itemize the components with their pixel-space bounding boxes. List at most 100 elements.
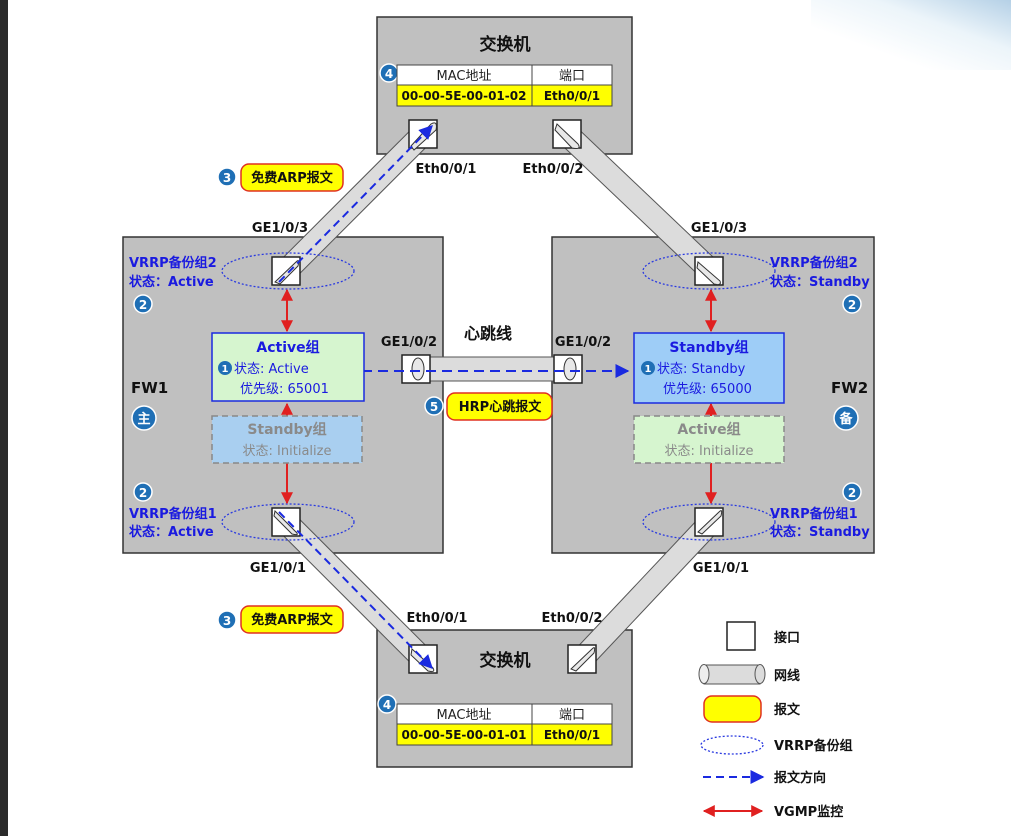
fw1-active-group: Active组 1 状态: Active 优先级: 65001 xyxy=(211,332,365,402)
fw1-active-group-state: 状态: Active xyxy=(234,362,309,377)
fw2-vrrp-top-line2: 状态：Standby xyxy=(770,274,870,290)
fw2-standby-group-priority: 优先级: 65000 xyxy=(663,382,752,397)
fw2-vrrp-top-step-badge: 2 xyxy=(842,294,862,314)
switch-bottom-mac-table: MAC地址 端口 00-00-5E-00-01-01 Eth0/0/1 xyxy=(396,703,613,746)
fw1-name: FW1 xyxy=(131,379,168,397)
svg-text:报文: 报文 xyxy=(774,702,801,718)
fw1-vrrp-bottom-line2: 状态：Active xyxy=(129,524,214,540)
switch-top-title: 交换机 xyxy=(480,34,531,55)
fw2-port-bottom-label: GE1/0/1 xyxy=(693,561,749,576)
fw2-active-group-title: Active组 xyxy=(677,421,740,438)
svg-text:3: 3 xyxy=(223,614,231,628)
switch-bottom-title: 交换机 xyxy=(480,650,531,671)
arp-bottom-step-badge: 3 xyxy=(217,610,237,630)
fw1-port-bottom-label: GE1/0/1 xyxy=(250,561,306,576)
svg-text:报文方向: 报文方向 xyxy=(774,770,826,786)
fw2-name: FW2 xyxy=(831,379,868,397)
fw2-vrrp-bottom-step-badge: 2 xyxy=(842,482,862,502)
fw1-role-badge: 主 xyxy=(131,405,157,431)
svg-text:主: 主 xyxy=(137,411,150,427)
switch-bottom-port-left-label: Eth0/0/1 xyxy=(407,611,468,626)
switch-top-port-eth002 xyxy=(552,119,582,149)
fw2-active-group-state: 状态: Initialize xyxy=(665,444,754,459)
fw2-port-top-label: GE1/0/3 xyxy=(691,221,747,236)
legend-item-packet: 报文 xyxy=(703,695,801,723)
fw1-active-group-priority: 优先级: 65001 xyxy=(240,382,329,397)
heartbeat-cable xyxy=(414,356,568,382)
mac-table-cell-port: Eth0/0/1 xyxy=(544,89,600,103)
window-left-edge xyxy=(0,0,8,836)
svg-text:2: 2 xyxy=(139,298,147,312)
svg-text:1: 1 xyxy=(222,364,229,375)
svg-text:4: 4 xyxy=(383,698,391,712)
fw2-vrrp-bottom-line2: 状态：Standby xyxy=(770,524,870,540)
fw2-vrrp-top-line1: VRRP备份组2 xyxy=(770,255,858,271)
svg-text:备: 备 xyxy=(838,411,853,427)
svg-text:网线: 网线 xyxy=(774,668,800,684)
legend-item-cable: 网线 xyxy=(698,664,800,685)
mac-table-header-port: 端口 xyxy=(559,708,585,723)
arp-direction-arrow-bottom xyxy=(278,511,433,669)
legend: 接口 网线 报文 VRRP备份组 报文方向 VGMP监控 xyxy=(698,621,853,820)
mac-table-header-port: 端口 xyxy=(559,69,585,84)
switch-top-mac-table: MAC地址 端口 00-00-5E-00-01-02 Eth0/0/1 xyxy=(396,64,613,107)
fw2-standby-group-state: 状态: Standby xyxy=(657,362,746,377)
fw2-port-ge101 xyxy=(694,507,724,537)
switch-top-port-right-label: Eth0/0/2 xyxy=(523,162,584,177)
fw1-vrrp-top-line1: VRRP备份组2 xyxy=(129,255,217,271)
cable-icon xyxy=(698,664,766,685)
svg-text:2: 2 xyxy=(848,486,856,500)
fw1-vrrp-top-line2: 状态：Active xyxy=(129,274,214,290)
svg-text:2: 2 xyxy=(139,486,147,500)
switch-bottom-port-right-label: Eth0/0/2 xyxy=(542,611,603,626)
fw1-port-heartbeat-label: GE1/0/2 xyxy=(381,335,437,350)
svg-text:5: 5 xyxy=(430,400,438,414)
svg-text:免费ARP报文: 免费ARP报文 xyxy=(251,170,334,186)
heartbeat-label: 心跳线 xyxy=(464,324,512,343)
arp-top-packet: 免费ARP报文 xyxy=(240,163,344,192)
fw2-standby-group-step-badge xyxy=(641,361,655,375)
svg-text:4: 4 xyxy=(385,67,393,81)
arp-bottom-packet: 免费ARP报文 xyxy=(240,605,344,634)
fw2-vrrp-group1-ellipse xyxy=(642,503,776,541)
cable-sw-top-fw1 xyxy=(277,125,432,280)
fw2-port-ge102 xyxy=(553,354,583,384)
fw1-standby-group: Standby组 状态: Initialize xyxy=(211,415,363,464)
fw1-vrrp-bottom-line1: VRRP备份组1 xyxy=(129,506,217,522)
fw2-standby-group: Standby组 1 状态: Standby 优先级: 65000 xyxy=(633,332,785,404)
mac-table-header-mac: MAC地址 xyxy=(437,69,492,84)
fw1-vrrp-group2-ellipse xyxy=(221,252,355,290)
switch-top-port-left-label: Eth0/0/1 xyxy=(416,162,477,177)
hrp-packet: HRP心跳报文 xyxy=(446,392,553,421)
interface-icon xyxy=(726,621,756,651)
fw2-active-group: Active组 状态: Initialize xyxy=(633,415,785,464)
fw1-vrrp-bottom-step-badge: 2 xyxy=(133,482,153,502)
fw2-role-badge: 备 xyxy=(833,405,859,431)
fw2-port-ge103 xyxy=(694,256,724,286)
switch-bottom-port-eth001 xyxy=(408,644,438,674)
vrrp-group-icon xyxy=(700,735,764,755)
svg-text:HRP心跳报文: HRP心跳报文 xyxy=(459,399,542,415)
switch-top-port-eth001 xyxy=(408,119,438,151)
legend-item-packet-direction: 报文方向 xyxy=(703,770,826,786)
fw2-vrrp-bottom-line1: VRRP备份组1 xyxy=(770,506,858,522)
cable-sw-top-fw2 xyxy=(558,125,720,280)
frost-decoration xyxy=(811,0,1011,70)
svg-text:VGMP监控: VGMP监控 xyxy=(774,804,843,820)
fw1-vrrp-group1-ellipse xyxy=(221,503,355,541)
svg-text:免费ARP报文: 免费ARP报文 xyxy=(251,612,334,628)
packet-icon xyxy=(703,695,762,723)
fw1-standby-group-title: Standby组 xyxy=(247,421,326,438)
cable-fw2-sw-bottom xyxy=(573,513,720,668)
fw1-vrrp-top-step-badge: 2 xyxy=(133,294,153,314)
fw2-vrrp-group2-ellipse xyxy=(642,252,776,290)
legend-item-vrrp-group: VRRP备份组 xyxy=(700,735,853,755)
fw2-port-heartbeat-label: GE1/0/2 xyxy=(555,335,611,350)
fw1-active-group-title: Active组 xyxy=(256,339,319,356)
svg-text:2: 2 xyxy=(848,298,856,312)
fw1-port-ge101 xyxy=(271,507,301,537)
svg-text:接口: 接口 xyxy=(774,630,800,646)
fw1-port-ge103 xyxy=(271,256,301,286)
svg-text:VRRP备份组: VRRP备份组 xyxy=(774,738,853,754)
